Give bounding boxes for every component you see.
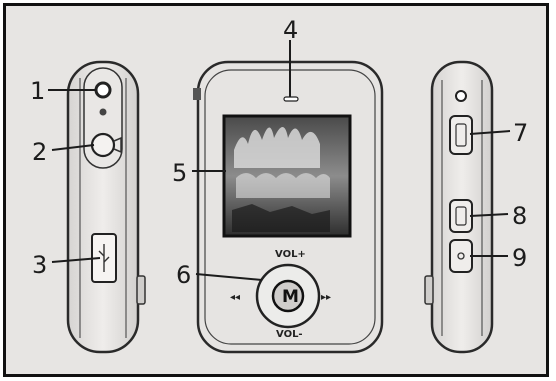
side-switch-7[interactable] (449, 115, 473, 155)
side-clip (136, 275, 146, 305)
power-icon[interactable] (90, 132, 116, 158)
center-button-label: M (282, 287, 299, 307)
callout-1: 1 (30, 77, 45, 105)
callout-2: 2 (32, 138, 47, 166)
screen-image (232, 127, 330, 232)
callout-6: 6 (176, 261, 191, 289)
callout-8: 8 (512, 202, 527, 230)
microphone-icon (99, 108, 107, 116)
left-side-view (66, 60, 146, 354)
callout-9: 9 (512, 244, 527, 272)
callout-4: 4 (283, 16, 298, 44)
vol-up-label: VOL+ (275, 249, 306, 260)
callout-7: 7 (513, 119, 528, 147)
earphone-jack-icon[interactable] (94, 81, 112, 99)
callout-5: 5 (172, 159, 187, 187)
lanyard-hole-icon (455, 90, 467, 102)
next-icon[interactable]: ▸▸ (321, 292, 331, 303)
side-button-8[interactable] (449, 199, 473, 233)
callout-lines (48, 40, 511, 281)
usb-icon (98, 244, 110, 272)
vol-down-label: VOL- (276, 329, 303, 340)
front-view: VOL+ VOL- M ◂◂ ▸▸ (193, 60, 384, 354)
prev-icon[interactable]: ◂◂ (230, 292, 240, 303)
side-button-9[interactable] (449, 239, 473, 273)
status-led (283, 96, 299, 102)
right-side-view (424, 60, 494, 354)
right-side-clip (424, 275, 434, 305)
center-m-button[interactable] (271, 279, 305, 313)
callout-3: 3 (32, 251, 47, 279)
